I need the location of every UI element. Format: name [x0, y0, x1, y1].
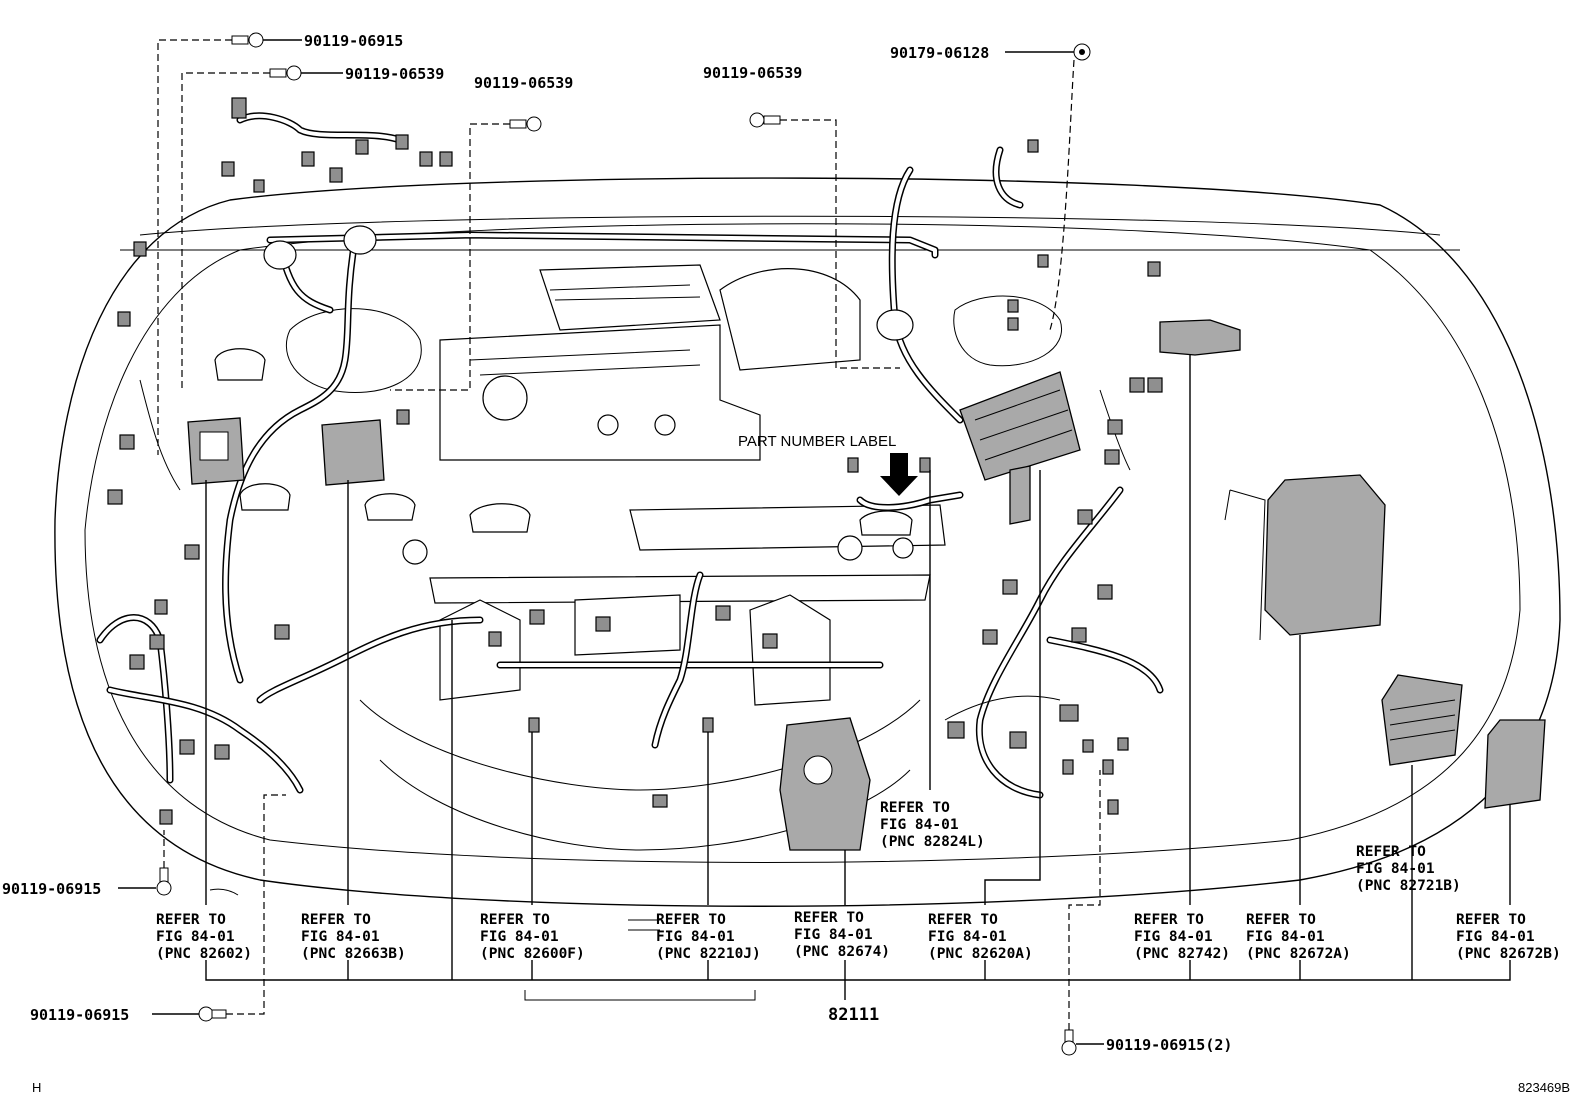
callout-pnc: (PNC 82672A)	[1246, 946, 1351, 962]
callout-refer: REFER TO	[480, 912, 550, 928]
fastener-label: 90119-06915	[304, 32, 403, 50]
callout-c2: REFER TO FIG 84-01 (PNC 82663B)	[301, 912, 406, 962]
callout-c4: REFER TO FIG 84-01 (PNC 82210J)	[656, 912, 761, 962]
callout-pnc: (PNC 82824L)	[880, 834, 985, 850]
callout-leaders	[205, 355, 1511, 1001]
wire-harness	[96, 112, 1164, 799]
callout-c11: REFER TO FIG 84-01 (PNC 82721B)	[1356, 844, 1461, 894]
figure-code: 823469B	[1518, 1080, 1570, 1095]
callout-refer: REFER TO	[656, 912, 726, 928]
bolt-icon	[509, 116, 542, 132]
callout-refer: REFER TO	[301, 912, 371, 928]
callout-fig: FIG 84-01	[301, 929, 380, 945]
callout-c7: REFER TO FIG 84-01 (PNC 82742)	[1134, 912, 1230, 962]
fastener-label: 90119-06915	[30, 1006, 129, 1024]
callout-c3: REFER TO FIG 84-01 (PNC 82600F)	[480, 912, 585, 962]
callout-fig: FIG 84-01	[1246, 929, 1325, 945]
callout-fig: FIG 84-01	[794, 927, 873, 943]
fastener-label: 90119-06539	[703, 64, 802, 82]
callout-fig: FIG 84-01	[1456, 929, 1535, 945]
callout-fig: FIG 84-01	[880, 817, 959, 833]
callout-refer: REFER TO	[880, 800, 950, 816]
bolt-icon	[198, 1006, 227, 1022]
fastener-leaders	[118, 39, 1104, 1045]
fastener-labels: 90119-06915 90119-06539 90119-06539 9011…	[2, 32, 1232, 1054]
fastener-label: 90119-06915	[2, 880, 101, 898]
callout-refer: REFER TO	[156, 912, 226, 928]
callout-pnc: (PNC 82210J)	[656, 946, 761, 962]
callout-pnc: (PNC 82620A)	[928, 946, 1033, 962]
engine-block	[214, 264, 1063, 851]
callout-c10: REFER TO FIG 84-01 (PNC 82824L)	[880, 800, 985, 850]
callout-fig: FIG 84-01	[156, 929, 235, 945]
callout-pnc: (PNC 82600F)	[480, 946, 585, 962]
fastener-label: 90119-06539	[474, 74, 573, 92]
callout-fig: FIG 84-01	[656, 929, 735, 945]
callout-c5: REFER TO FIG 84-01 (PNC 82674)	[794, 910, 890, 960]
part-number-label-arrow	[880, 453, 918, 496]
fastener-label: 90179-06128	[890, 44, 989, 62]
part-number-label-text: PART NUMBER LABEL	[738, 433, 896, 450]
bolt-icon	[1061, 1029, 1077, 1056]
callout-fig: FIG 84-01	[1134, 929, 1213, 945]
fastener-label: 90119-06539	[345, 65, 444, 83]
callout-refer: REFER TO	[794, 910, 864, 926]
connectors	[107, 97, 1163, 825]
callout-fig: FIG 84-01	[928, 929, 1007, 945]
callout-c9: REFER TO FIG 84-01 (PNC 82672B)	[1456, 912, 1561, 962]
callout-c6: REFER TO FIG 84-01 (PNC 82620A)	[928, 912, 1033, 962]
callout-pnc: (PNC 82674)	[794, 944, 890, 960]
callout-refer: REFER TO	[1134, 912, 1204, 928]
fastener-label: 90119-06915(2)	[1106, 1036, 1232, 1054]
callout-pnc: (PNC 82742)	[1134, 946, 1230, 962]
callout-pnc: (PNC 82602)	[156, 946, 252, 962]
bolt-icon	[269, 65, 302, 81]
callout-pnc: (PNC 82672B)	[1456, 946, 1561, 962]
callout-fig: FIG 84-01	[1356, 861, 1435, 877]
callout-refer: REFER TO	[928, 912, 998, 928]
callout-refer: REFER TO	[1246, 912, 1316, 928]
callout-fig: FIG 84-01	[480, 929, 559, 945]
clip-icon	[1073, 43, 1091, 61]
callout-pnc: (PNC 82721B)	[1356, 878, 1461, 894]
fastener-icons	[156, 32, 1091, 1056]
bolt-icon	[156, 867, 172, 896]
callout-c8: REFER TO FIG 84-01 (PNC 82672A)	[1246, 912, 1351, 962]
main-part-number: 82111	[828, 1005, 879, 1025]
callout-refer: REFER TO	[1456, 912, 1526, 928]
callout-c1: REFER TO FIG 84-01 (PNC 82602)	[156, 912, 252, 962]
bolt-icon	[749, 112, 781, 128]
bolt-icon	[231, 32, 264, 48]
callout-refer: REFER TO	[1356, 844, 1426, 860]
callout-pnc: (PNC 82663B)	[301, 946, 406, 962]
relay-blocks	[187, 319, 1546, 851]
corner-code-left: H	[32, 1080, 41, 1095]
